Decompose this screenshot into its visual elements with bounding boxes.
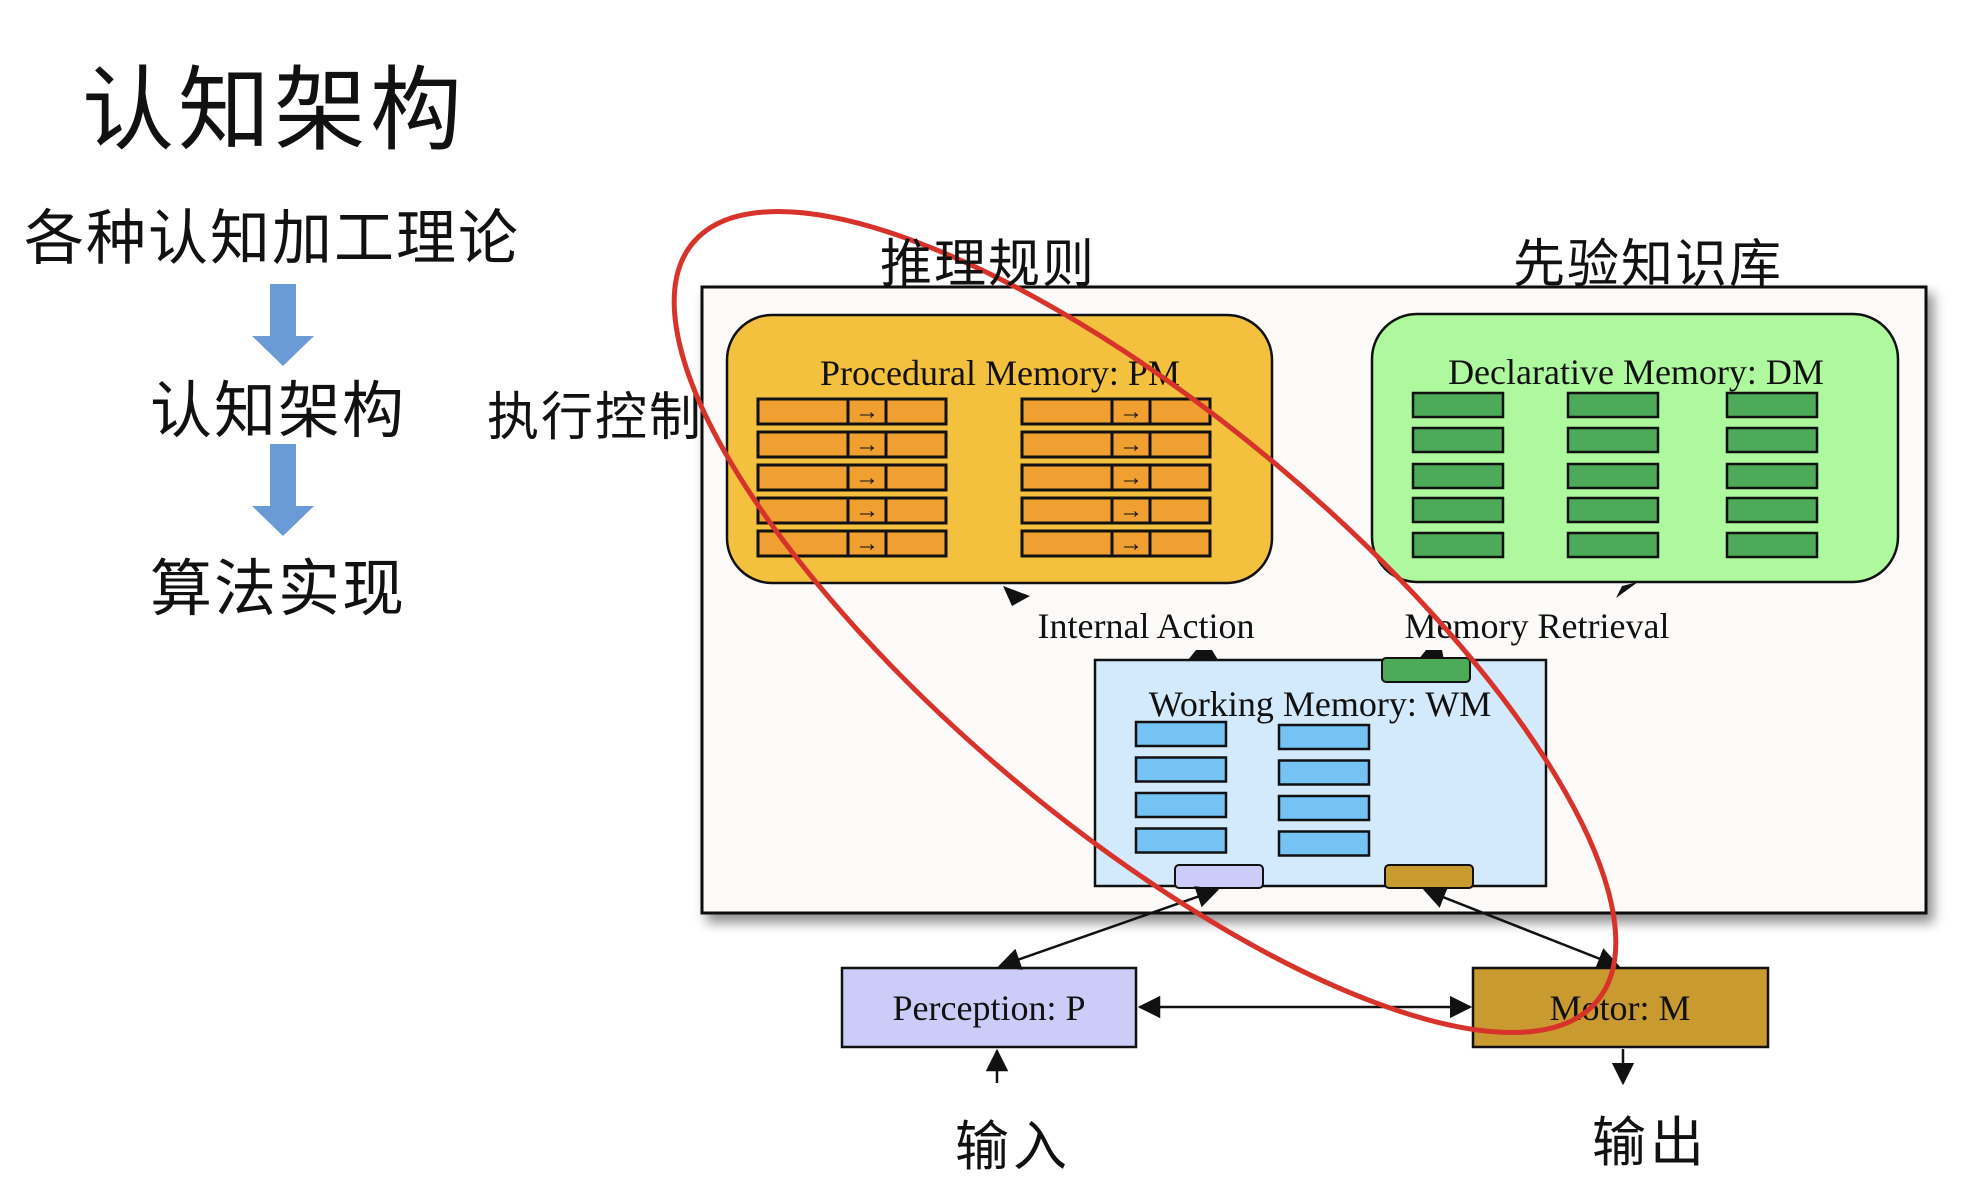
working-memory-slot (1277, 794, 1371, 822)
memory-chunk (1411, 462, 1505, 490)
internal-action-label: Internal Action (1038, 606, 1255, 646)
motor-buffer (1384, 864, 1474, 889)
perception-buffer (1174, 864, 1264, 889)
production-rule: → (756, 397, 948, 426)
production-rule: → (756, 463, 948, 492)
working-memory-slot (1134, 756, 1228, 783)
arrowhead-from-dm-icon (1616, 582, 1638, 598)
flow-step-algorithm: 算法实现 (150, 552, 407, 625)
production-rule: → (1020, 430, 1212, 459)
highlight-ellipse (671, 209, 1619, 1035)
perception-label: Perception: P (893, 988, 1086, 1028)
declarative-memory-label: Declarative Memory: DM (1448, 352, 1824, 392)
rule-arrow-icon: → (855, 432, 879, 458)
rule-arrow-icon: → (855, 531, 879, 557)
memory-chunk (1566, 531, 1660, 559)
memory-retrieval-label: Memory Retrieval (1405, 606, 1670, 646)
memory-chunk (1411, 496, 1505, 524)
rule-arrow-icon: → (855, 498, 879, 524)
rule-arrow-icon: → (855, 399, 879, 425)
knowledge-base-annotation: 先验知识库 (1513, 235, 1784, 295)
memory-chunk (1725, 462, 1819, 490)
memory-chunk (1566, 496, 1660, 524)
rules-annotation: 推理规则 (880, 235, 1097, 295)
flow-step-architecture: 认知架构 (150, 374, 407, 447)
memory-chunk (1725, 531, 1819, 559)
procedural-memory: Procedural Memory: PM → → → → → → → → → → (725, 313, 1274, 585)
retrieval-buffer (1381, 657, 1471, 683)
working-memory-slot (1134, 791, 1228, 819)
slide-title: 认知架构 (82, 57, 467, 164)
production-rule: → (1020, 529, 1212, 558)
flow-arrow-down-icon (252, 284, 314, 366)
production-rule: → (1020, 496, 1212, 525)
working-memory-slot (1134, 827, 1228, 854)
working-memory-slot (1277, 830, 1371, 857)
rule-arrow-icon: → (1119, 465, 1143, 491)
motor-wm-arrow (1422, 886, 1621, 970)
theory-label: 各种认知加工理论 (24, 204, 520, 274)
arrowhead-internal-action-icon (1188, 650, 1218, 660)
memory-chunk (1566, 462, 1660, 490)
rule-arrow-icon: → (1119, 399, 1143, 425)
memory-chunk (1725, 496, 1819, 524)
output-annotation: 输出 (1592, 1111, 1708, 1174)
declarative-memory: Declarative Memory: DM (1370, 312, 1900, 584)
production-rule: → (756, 430, 948, 459)
working-memory-slot (1277, 723, 1371, 751)
memory-chunk (1411, 391, 1505, 419)
arrowhead-to-pm-icon (1003, 586, 1030, 606)
procedural-memory-label: Procedural Memory: PM (820, 353, 1180, 393)
memory-chunk (1566, 426, 1660, 454)
production-rule: → (1020, 397, 1212, 426)
memory-chunk (1411, 531, 1505, 559)
rule-arrow-icon: → (855, 465, 879, 491)
working-memory-slot (1277, 759, 1371, 786)
rule-arrow-icon: → (1119, 498, 1143, 524)
memory-chunk (1725, 391, 1819, 419)
executive-control-label: 执行控制 (487, 388, 704, 448)
flow-arrow-down-icon (252, 444, 314, 536)
rule-arrow-icon: → (1119, 531, 1143, 557)
working-memory-slot (1134, 720, 1228, 748)
memory-chunk (1566, 391, 1660, 419)
working-memory-label: Working Memory: WM (1149, 684, 1491, 724)
production-rule: → (1020, 463, 1212, 492)
production-rule: → (756, 496, 948, 525)
memory-chunk (1411, 426, 1505, 454)
memory-chunk (1725, 426, 1819, 454)
input-annotation: 输入 (955, 1115, 1071, 1178)
perception-box (840, 966, 1138, 1049)
working-memory: Working Memory: WM (1093, 657, 1548, 889)
rule-arrow-icon: → (1119, 432, 1143, 458)
